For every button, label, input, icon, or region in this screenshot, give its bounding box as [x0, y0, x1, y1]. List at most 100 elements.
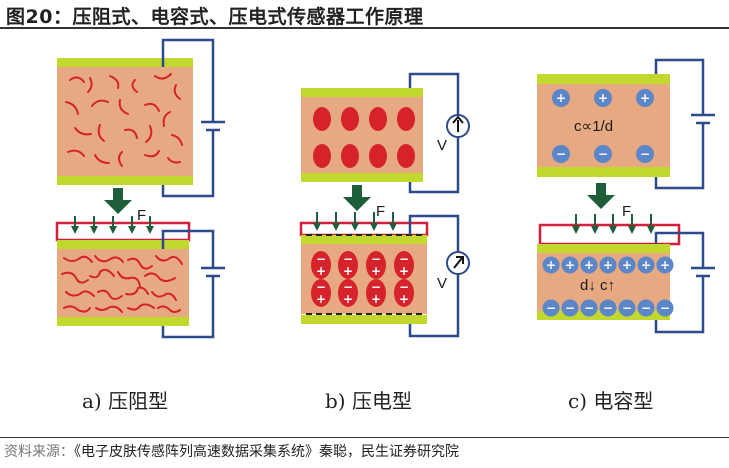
- bottom-electrode: [57, 176, 193, 185]
- panel-a-caption: a) 压阻型: [82, 389, 168, 413]
- force-label: F: [622, 203, 631, 220]
- polarized-particles: − + − + − + − + − + − + − + − +: [311, 251, 414, 307]
- minus-charge: −: [641, 301, 651, 315]
- panel-b-bottom-sensor: F −: [299, 203, 470, 338]
- negative-charges: − − −: [552, 145, 654, 163]
- bottom-electrode: [57, 317, 189, 326]
- plus-charge: +: [399, 264, 409, 278]
- panel-b-top-sensor: V: [301, 72, 470, 194]
- positive-charges: + + +: [552, 89, 654, 107]
- source-note: 资料来源：《电子皮肤传感阵列高速数据采集系统》秦聪，民生证券研究院: [4, 441, 459, 461]
- plus-charge: +: [556, 91, 566, 105]
- plus-charge: +: [371, 264, 381, 278]
- force-arrows: [572, 214, 655, 234]
- minus-charge: −: [640, 147, 650, 161]
- top-electrode: [57, 58, 193, 67]
- plus-charge: +: [343, 292, 353, 306]
- battery-icon: [201, 120, 225, 132]
- minus-charge: −: [565, 301, 575, 315]
- plus-charge: +: [640, 91, 650, 105]
- plus-charge: +: [371, 292, 381, 306]
- top-electrode: [301, 235, 427, 244]
- source-divider: [0, 437, 729, 438]
- panel-a-bottom-sensor: F: [55, 207, 225, 339]
- capacitance-relation: d↓ c↑: [580, 277, 615, 294]
- top-electrode: [537, 74, 670, 84]
- circuit-wire: [408, 72, 460, 194]
- minus-charge: −: [556, 147, 566, 161]
- minus-charge: −: [546, 301, 556, 315]
- minus-charge: −: [622, 301, 632, 315]
- panel-c-top-sensor: + + + c∝1/d − − −: [537, 58, 715, 190]
- plus-charge: +: [399, 292, 409, 306]
- plus-charge: +: [622, 258, 632, 272]
- force-arrows: [71, 216, 154, 234]
- plus-charge: +: [641, 258, 651, 272]
- circuit-wire: [654, 58, 705, 190]
- bottom-electrode: [301, 315, 427, 324]
- force-label: F: [376, 203, 385, 220]
- circuit-wire: [161, 229, 215, 339]
- minus-charge: −: [316, 252, 326, 266]
- minus-charge: −: [343, 252, 353, 266]
- voltmeter-label: V: [437, 137, 447, 154]
- plus-charge: +: [316, 292, 326, 306]
- minus-charge: −: [603, 301, 613, 315]
- minus-charge: −: [343, 280, 353, 294]
- plus-charge: +: [546, 258, 556, 272]
- panel-c-capacitive: + + + c∝1/d − − −: [537, 58, 715, 413]
- sensor-body: [57, 67, 193, 176]
- panel-a-piezoresistive: F: [55, 38, 225, 413]
- conductive-fibers: [65, 73, 183, 167]
- minus-charge: −: [584, 301, 594, 315]
- plus-charge: +: [565, 258, 575, 272]
- source-text: 《电子皮肤传感阵列高速数据采集系统》秦聪，民生证券研究院: [74, 444, 459, 460]
- title-divider: [0, 27, 729, 29]
- negative-charges: − − − − − − −: [542, 299, 674, 317]
- compressed-fibers: [61, 255, 183, 313]
- panel-a-top-sensor: [57, 38, 225, 198]
- source-lead: 资料来源：: [4, 444, 74, 460]
- bottom-electrode: [301, 173, 423, 182]
- voltmeter-icon: [446, 251, 470, 275]
- panel-b-caption: b) 压电型: [325, 389, 412, 413]
- capacitance-formula: c∝1/d: [574, 118, 613, 135]
- battery-icon: [691, 266, 715, 278]
- pressure-plate: [299, 221, 429, 237]
- plus-charge: +: [660, 258, 670, 272]
- panel-c-caption: c) 电容型: [568, 389, 653, 413]
- piezo-particles: [313, 107, 415, 168]
- top-electrode: [57, 240, 189, 249]
- top-electrode: [537, 244, 670, 253]
- plus-charge: +: [584, 258, 594, 272]
- minus-charge: −: [399, 252, 409, 266]
- plus-charge: +: [316, 264, 326, 278]
- bottom-electrode: [537, 167, 670, 177]
- plus-charge: +: [603, 258, 613, 272]
- plus-charge: +: [598, 91, 608, 105]
- circuit-wire: [408, 214, 460, 338]
- pressure-plate: [538, 223, 681, 246]
- battery-icon: [691, 113, 715, 125]
- force-arrow: [104, 188, 132, 214]
- circuit-wire: [654, 231, 705, 334]
- minus-charge: −: [371, 252, 381, 266]
- force-arrow: [587, 183, 615, 209]
- voltmeter-label: V: [437, 275, 447, 292]
- figure-title: 图20：压阻式、电容式、压电式传感器工作原理: [6, 6, 424, 28]
- panel-c-bottom-sensor: F + + + + +: [537, 203, 715, 334]
- minus-charge: −: [316, 280, 326, 294]
- minus-charge: −: [399, 280, 409, 294]
- minus-charge: −: [371, 280, 381, 294]
- force-arrows: [313, 212, 397, 231]
- minus-charge: −: [660, 301, 670, 315]
- minus-charge: −: [598, 147, 608, 161]
- plus-charge: +: [343, 264, 353, 278]
- sensor-diagram: F: [55, 38, 715, 413]
- battery-icon: [201, 266, 225, 278]
- force-label: F: [137, 207, 146, 224]
- circuit-wire: [161, 38, 215, 198]
- bottom-electrode: [537, 311, 670, 320]
- panel-b-piezoelectric: V F: [299, 72, 470, 413]
- positive-charges: + + + + + + +: [542, 256, 674, 274]
